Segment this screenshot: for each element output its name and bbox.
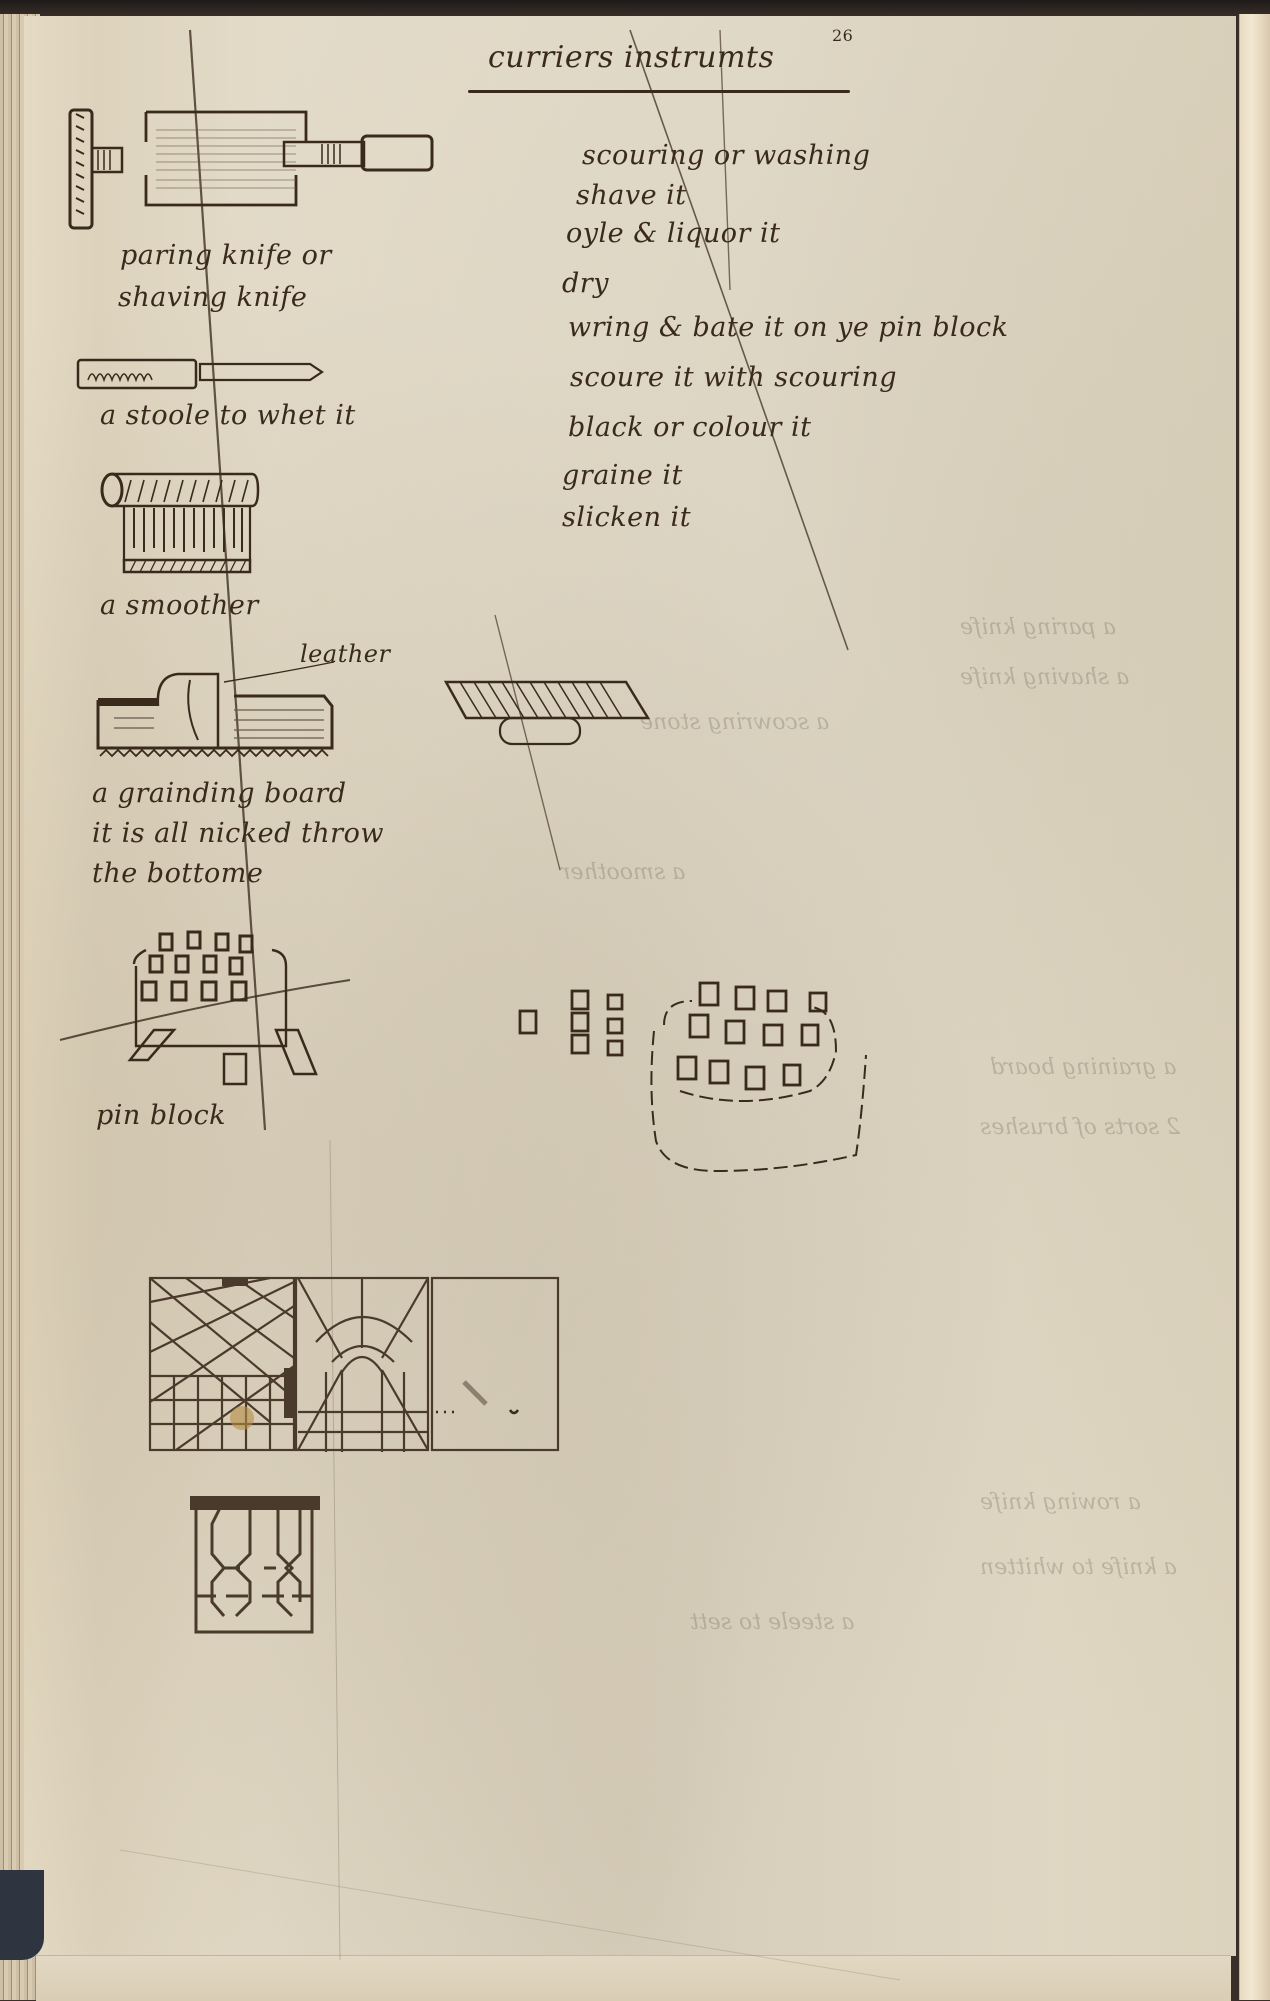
process-step: dry: [562, 268, 609, 299]
title-underline: [468, 90, 850, 93]
bleed-through-text: a graining board: [990, 1055, 1177, 1080]
lattice-panel-sketch: [190, 1496, 320, 1634]
bleed-through-text: a paring knife: [960, 615, 1116, 640]
sketch-caption: it is all nicked throw: [92, 818, 384, 849]
pattern-panels-sketch: [148, 1276, 560, 1452]
bleed-through-text: a knife to whitten: [980, 1555, 1177, 1580]
sketch-caption: the bottome: [92, 858, 264, 889]
sketch-caption: a stoole to whet it: [100, 400, 356, 431]
book-top-edge: [0, 0, 1270, 18]
whetting-steel-sketch: [76, 358, 324, 390]
page-edges-right: [1239, 14, 1270, 2000]
page-bottom-edge: [36, 1955, 1231, 2001]
process-step: black or colour it: [568, 412, 812, 443]
pin-block-variant-sketch: [518, 981, 867, 1173]
page-title: curriers instrumts: [488, 40, 775, 75]
sketch-label-leather: leather: [300, 640, 391, 668]
roller-sketch: [443, 680, 651, 746]
sketch-caption: shaving knife: [118, 282, 308, 313]
process-step: scouring or washing: [582, 140, 871, 171]
process-step: wring & bate it on ye pin block: [568, 312, 1009, 343]
process-step: slicken it: [562, 502, 692, 533]
process-step: scoure it with scouring: [570, 362, 898, 393]
sketch-caption: a grainding board: [92, 778, 347, 809]
smoother-sketch: [100, 472, 260, 574]
sketch-caption: a smoother: [100, 590, 259, 621]
sketch-caption: paring knife or: [120, 240, 332, 271]
graining-board-sketch: [96, 661, 335, 758]
bookmark-ribbon: [0, 1870, 44, 1960]
folio-number: 26: [832, 26, 854, 45]
bleed-through-text: a scowring stone: [640, 710, 830, 735]
sketch-caption: pin block: [96, 1100, 227, 1131]
bleed-through-text: a shaving knife: [960, 665, 1130, 690]
bleed-through-text: a rowing knife: [980, 1490, 1141, 1515]
process-step: oyle & liquor it: [566, 218, 781, 249]
bleed-through-text: 2 sorts of brushes: [980, 1115, 1181, 1140]
bleed-through-text: a steele to sett: [690, 1610, 855, 1635]
process-step: shave it: [576, 180, 687, 211]
paring-knife-sketch: [68, 108, 434, 230]
bleed-through-text: a smoother: [560, 860, 686, 885]
pin-block-sketch: [59, 930, 351, 1086]
process-step: graine it: [562, 460, 683, 491]
